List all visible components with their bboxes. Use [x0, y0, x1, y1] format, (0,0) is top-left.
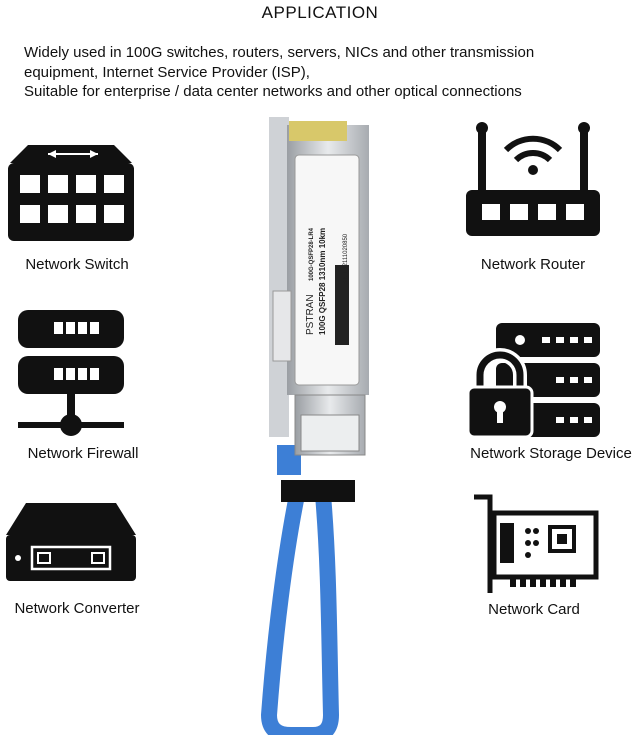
- module-brand: PSTRAN: [305, 294, 316, 335]
- label-network-converter: Network Converter: [14, 600, 140, 617]
- label-network-firewall: Network Firewall: [27, 445, 139, 462]
- description-line: equipment, Internet Service Provider (IS…: [24, 63, 310, 81]
- module-model: 100G-QSFP28-LR4: [309, 227, 315, 281]
- description-line: Suitable for enterprise / data center ne…: [24, 83, 522, 100]
- description: Widely used in 100G switches, routers, s…: [24, 43, 534, 102]
- label-network-switch: Network Switch: [25, 256, 129, 273]
- router-icon: [466, 122, 600, 236]
- label-network-card: Network Card: [488, 601, 580, 618]
- module-spec: 100G QSFP28 1310nm 10km: [318, 228, 327, 335]
- label-network-router: Network Router: [480, 256, 586, 273]
- page-title: APPLICATION: [261, 3, 379, 22]
- storage-icon: [468, 323, 600, 439]
- firewall-icon: [18, 310, 124, 436]
- network-switch-icon: [8, 145, 134, 241]
- label-network-storage-device: Network Storage Device: [470, 445, 632, 462]
- network-card-icon: [474, 494, 599, 593]
- module-serial: S/N:F82111020850: [343, 233, 349, 285]
- converter-icon: [6, 503, 136, 581]
- description-line: Widely used in 100G switches, routers, s…: [24, 44, 535, 61]
- qsfp28-module-image: PSTRAN 100G-QSFP28-LR4 100G QSFP28 1310n…: [260, 117, 369, 735]
